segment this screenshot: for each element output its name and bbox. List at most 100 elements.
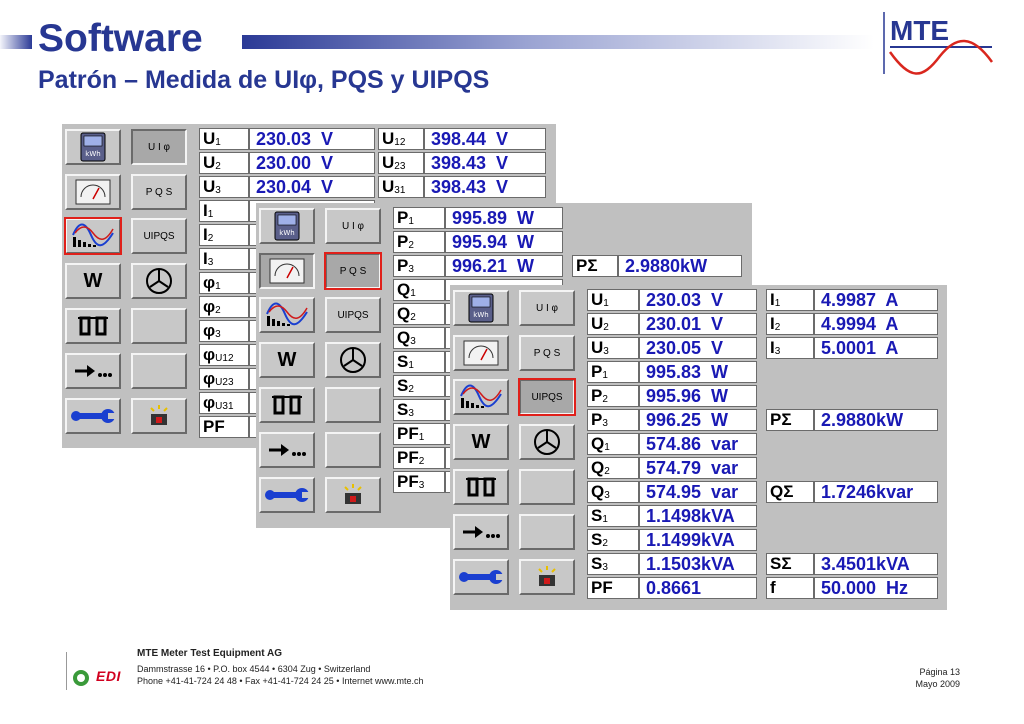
energy-meter-icon: kWh	[468, 293, 494, 323]
w-button[interactable]: W	[65, 263, 121, 299]
alarm-button[interactable]	[325, 477, 381, 513]
uipqs-label: UIPQS	[531, 391, 563, 403]
measure-value: 4.9994 A	[814, 313, 938, 335]
alarm-lamp-icon	[344, 484, 362, 504]
gauge-button[interactable]	[259, 253, 315, 289]
analog-gauge-icon	[463, 340, 499, 366]
uiphi-label: U I φ	[147, 141, 171, 153]
gauge-button[interactable]	[65, 174, 121, 210]
harmonics-button[interactable]	[64, 217, 122, 255]
alarm-button[interactable]	[131, 398, 187, 434]
w-button[interactable]: W	[453, 424, 509, 460]
empty-button[interactable]	[131, 308, 187, 344]
gauge-button[interactable]	[453, 335, 509, 371]
pqs-tab-button[interactable]: P Q S	[131, 174, 187, 210]
empty-button[interactable]	[325, 387, 381, 423]
transformer-button[interactable]	[65, 308, 121, 344]
phase-button[interactable]	[519, 424, 575, 460]
settings-button[interactable]	[259, 477, 315, 513]
measure-label: I3	[766, 337, 814, 359]
empty-button[interactable]	[131, 353, 187, 389]
uiphi-tab-button[interactable]: U I φ	[131, 129, 187, 165]
meter-button[interactable]: kWh	[259, 208, 315, 244]
measure-label: S1	[393, 351, 445, 373]
arrow-button[interactable]	[259, 432, 315, 468]
measure-label: U31	[378, 176, 424, 198]
energy-meter-icon: kWh	[274, 211, 300, 241]
w-label: W	[277, 348, 297, 371]
arrow-button[interactable]	[65, 353, 121, 389]
transformer-button[interactable]	[259, 387, 315, 423]
measure-label: U2	[587, 313, 639, 335]
arrow-button[interactable]	[453, 514, 509, 550]
phase-button[interactable]	[131, 263, 187, 299]
measure-value: 230.00 V	[249, 152, 375, 174]
meter-button[interactable]: kWh	[65, 129, 121, 165]
measure-value: 995.83 W	[639, 361, 757, 383]
measure-label: φ1	[199, 272, 249, 294]
transformer-icon	[78, 316, 108, 336]
w-button[interactable]: W	[259, 342, 315, 378]
alarm-button[interactable]	[519, 559, 575, 595]
transformer-button[interactable]	[453, 469, 509, 505]
empty-button[interactable]	[519, 514, 575, 550]
footer-contact: Phone +41-41-724 24 48 • Fax +41-41-724 …	[137, 676, 424, 686]
measure-value: 574.86 var	[639, 433, 757, 455]
arrow-continue-icon	[75, 365, 112, 377]
measure-value: 1.1499kVA	[639, 529, 757, 551]
measure-label: P1	[393, 207, 445, 229]
uiphi-label: U I φ	[341, 220, 365, 232]
harmonics-button[interactable]	[453, 379, 509, 415]
measure-label: U1	[199, 128, 249, 150]
page-number: Página 13	[919, 667, 960, 677]
transformer-icon	[272, 395, 302, 415]
title-bar-right	[242, 35, 874, 49]
measure-value: 0.8661	[639, 577, 757, 599]
measure-value: 230.05 V	[639, 337, 757, 359]
measure-value: 574.79 var	[639, 457, 757, 479]
measure-label: U2	[199, 152, 249, 174]
uiphi-tab-button[interactable]: U I φ	[519, 290, 575, 326]
footer-company: MTE Meter Test Equipment AG	[137, 648, 283, 659]
uipqs-tab-button[interactable]: UIPQS	[518, 378, 576, 416]
measure-label: PF3	[393, 471, 445, 493]
logo-text: MTE	[890, 15, 949, 46]
harmonics-button[interactable]	[259, 297, 315, 333]
mte-logo: MTE	[883, 12, 994, 75]
uipqs-tab-button[interactable]: UIPQS	[325, 297, 381, 333]
measure-value: 996.25 W	[639, 409, 757, 431]
title-bar-left	[0, 35, 32, 49]
measure-label: U23	[378, 152, 424, 174]
three-phase-star-icon	[146, 268, 172, 294]
empty-button[interactable]	[325, 432, 381, 468]
settings-button[interactable]	[453, 559, 509, 595]
harmonics-icon	[460, 384, 502, 408]
pqs-tab-button[interactable]: P Q S	[324, 252, 382, 290]
measure-label: φU31	[199, 392, 249, 414]
measure-label: φU23	[199, 368, 249, 390]
measure-label: Q3	[587, 481, 639, 503]
phase-button[interactable]	[325, 342, 381, 378]
measure-value: 398.44 V	[424, 128, 546, 150]
measure-label: U3	[587, 337, 639, 359]
measure-label: I2	[199, 224, 249, 246]
uipqs-tab-button[interactable]: UIPQS	[131, 218, 187, 254]
measure-value: 230.03 V	[249, 128, 375, 150]
pqs-tab-button[interactable]: P Q S	[519, 335, 575, 371]
footer-date: Mayo 2009	[915, 679, 960, 689]
wrench-icon	[71, 409, 116, 423]
measure-value: 4.9987 A	[814, 289, 938, 311]
meter-button[interactable]: kWh	[453, 290, 509, 326]
uiphi-tab-button[interactable]: U I φ	[325, 208, 381, 244]
measure-label: I3	[199, 248, 249, 270]
measure-label: φU12	[199, 344, 249, 366]
settings-button[interactable]	[65, 398, 121, 434]
alarm-lamp-icon	[538, 566, 556, 586]
alarm-lamp-icon	[150, 405, 168, 425]
measure-value: 996.21 W	[445, 255, 563, 277]
empty-button[interactable]	[519, 469, 575, 505]
measure-value: 2.9880kW	[814, 409, 938, 431]
energy-meter-icon: kWh	[80, 132, 106, 162]
pqs-label: P Q S	[339, 265, 367, 277]
pqs-label: P Q S	[145, 186, 173, 198]
